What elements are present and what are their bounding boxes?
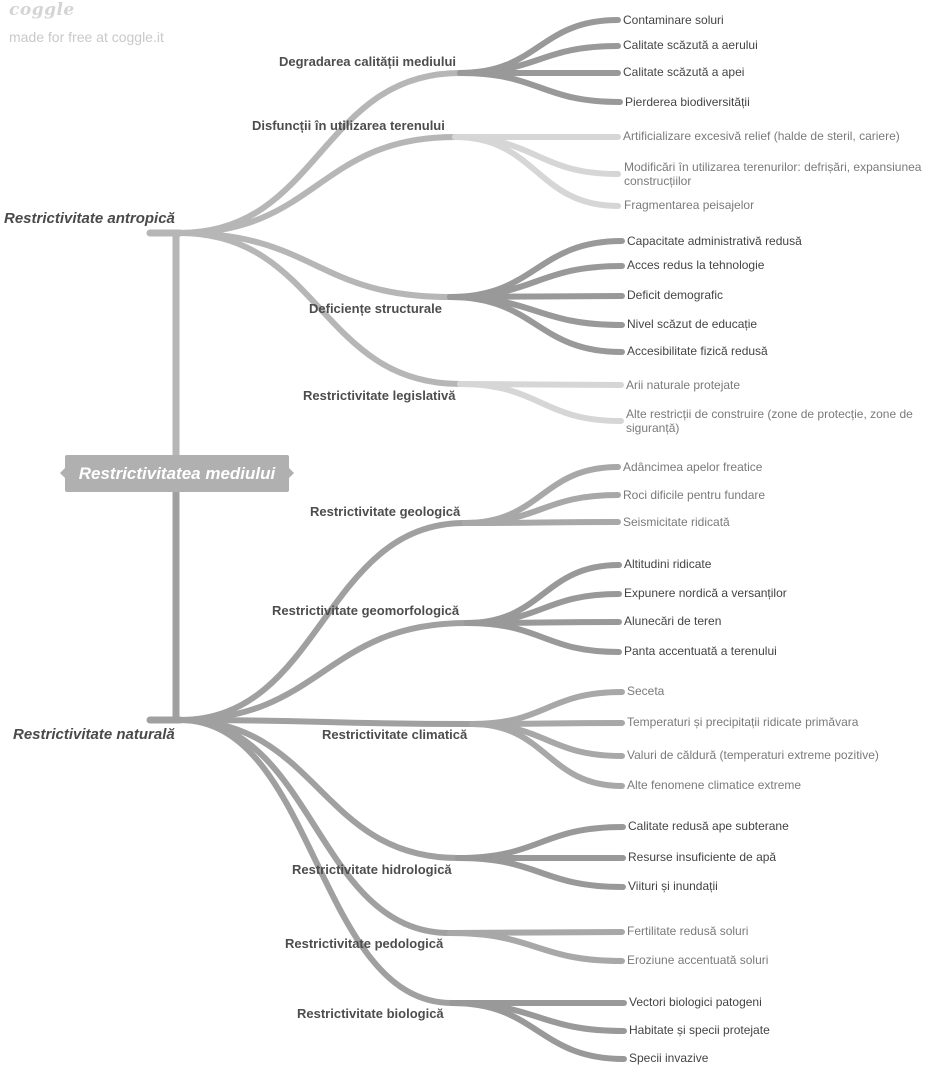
- leaf-item[interactable]: Altitudini ridicate: [624, 557, 712, 571]
- leaf-item[interactable]: Nivel scăzut de educație: [627, 317, 758, 331]
- connector-leaf-n1-3: [464, 620, 622, 655]
- leaf-item[interactable]: Resurse insuficiente de apă: [628, 850, 777, 864]
- connector-leaf-n3-0: [455, 824, 626, 861]
- connector-antropic-sub-2: [177, 230, 453, 300]
- leaf-item[interactable]: Calitate scăzută a aerului: [623, 38, 758, 52]
- leaf-item[interactable]: Panta accentuată a terenului: [624, 644, 777, 658]
- leaf-item[interactable]: Accesibilitate fizică redusă: [627, 344, 768, 358]
- leaf-item[interactable]: Expunere nordică a versanților: [624, 586, 787, 600]
- connector-leaf-n4-1: [447, 930, 625, 964]
- branch-antropic-label[interactable]: Restrictivitate antropică: [4, 210, 175, 227]
- connector-natural-sub-1: [177, 620, 470, 723]
- connector-leaf-n3-2: [455, 855, 626, 890]
- leaf-item[interactable]: Fertilitate redusă soluri: [627, 924, 749, 938]
- subtopic-geomorfologica-label[interactable]: Restrictivitate geomorfologică: [272, 603, 460, 618]
- leaf-item[interactable]: Vectori biologici patogeni: [629, 995, 762, 1009]
- branch-natural-label[interactable]: Restrictivitate naturală: [13, 726, 175, 743]
- subtopic-degradarea-label[interactable]: Degradarea calității mediului: [279, 54, 457, 69]
- leaf-item[interactable]: Alte restricții de construire (zone de p…: [626, 407, 913, 435]
- leaf-item[interactable]: Seismicitate ridicată: [623, 515, 730, 529]
- leaf-item[interactable]: Capacitate administrativă redusă: [627, 234, 802, 248]
- connector-natural-sub-2: [177, 717, 475, 727]
- leaf-item[interactable]: Alunecări de teren: [624, 614, 722, 628]
- root-node-label: Restrictivitatea mediului: [78, 463, 276, 483]
- connector-natural-sub-0: [177, 520, 468, 723]
- subtopic-pedologica-label[interactable]: Restrictivitate pedologică: [285, 936, 444, 951]
- subtopic-geologica-label[interactable]: Restrictivitate geologică: [310, 504, 461, 519]
- made-for-free-link[interactable]: made for free at coggle.it: [9, 29, 164, 45]
- leaf-item[interactable]: Arii naturale protejate: [626, 378, 741, 392]
- leaf-item[interactable]: Contaminare soluri: [623, 13, 724, 27]
- connector-leaf-a0-3: [457, 70, 623, 105]
- subtopic-legislativa-label[interactable]: Restrictivitate legislativă: [303, 388, 456, 403]
- leaf-item[interactable]: Valuri de căldură (temperaturi extreme p…: [627, 748, 879, 762]
- leaf-item[interactable]: Specii invazive: [629, 1051, 709, 1065]
- connector-natural-sub-5: [177, 717, 455, 1006]
- coggle-logo[interactable]: coggle: [9, 0, 75, 20]
- leaf-item[interactable]: Calitate scăzută a apei: [623, 65, 745, 79]
- subtopic-biologica-label[interactable]: Restrictivitate biologică: [297, 1006, 444, 1021]
- connector-leaf-n2-3: [469, 721, 625, 789]
- connector-natural-sub-3: [177, 717, 461, 861]
- leaf-item[interactable]: Roci dificile pentru fundare: [623, 488, 766, 502]
- leaf-item[interactable]: Acces redus la tehnologie: [627, 258, 765, 272]
- connector-leaf-n5-2: [449, 1000, 627, 1062]
- connector-antropic-sub-0: [177, 70, 463, 236]
- leaf-item[interactable]: Seceta: [627, 684, 665, 698]
- subtopic-disfunctii-label[interactable]: Disfuncții în utilizarea terenului: [252, 118, 445, 133]
- leaf-item[interactable]: Deficit demografic: [627, 288, 724, 302]
- subtopic-deficiente-label[interactable]: Deficiențe structurale: [309, 301, 442, 316]
- connector-leaf-a2-4: [447, 294, 625, 355]
- root-right-handle: [289, 468, 294, 478]
- leaf-item[interactable]: Pierderea biodiversității: [625, 95, 750, 109]
- leaf-item[interactable]: Calitate redusă ape subterane: [628, 819, 789, 833]
- leaf-item[interactable]: Habitate și specii protejate: [629, 1023, 770, 1037]
- leaf-item[interactable]: Adâncimea apelor freatice: [623, 460, 763, 474]
- root-left-handle: [60, 468, 65, 478]
- subtopic-hidrologica-label[interactable]: Restrictivitate hidrologică: [292, 862, 452, 877]
- leaf-item[interactable]: Temperaturi și precipitații ridicate pri…: [627, 715, 859, 729]
- leaf-item[interactable]: Alte fenomene climatice extreme: [627, 778, 802, 792]
- leaf-item[interactable]: Viituri și inundații: [628, 879, 718, 893]
- connector-antropic-sub-3: [177, 230, 463, 387]
- leaf-item[interactable]: Fragmentarea peisajelor: [624, 198, 755, 212]
- connector-leaf-n0-2: [462, 519, 621, 526]
- subtopic-climatica-label[interactable]: Restrictivitate climatică: [322, 727, 468, 742]
- leaf-item[interactable]: Artificializare excesivă relief (halde d…: [623, 129, 900, 143]
- leaf-item[interactable]: Eroziune accentuată soluri: [627, 953, 769, 967]
- leaf-item[interactable]: Modificări în utilizarea terenurilor: de…: [624, 160, 922, 188]
- connector-antropic-sub-1: [177, 134, 458, 236]
- root-node[interactable]: Restrictivitatea mediului: [65, 455, 289, 492]
- connector-leaf-a3-1: [457, 381, 624, 424]
- connector-natural-sub-4: [177, 717, 453, 936]
- connector-leaf-n2-0: [469, 689, 625, 727]
- connector-leaf-a1-2: [452, 134, 621, 209]
